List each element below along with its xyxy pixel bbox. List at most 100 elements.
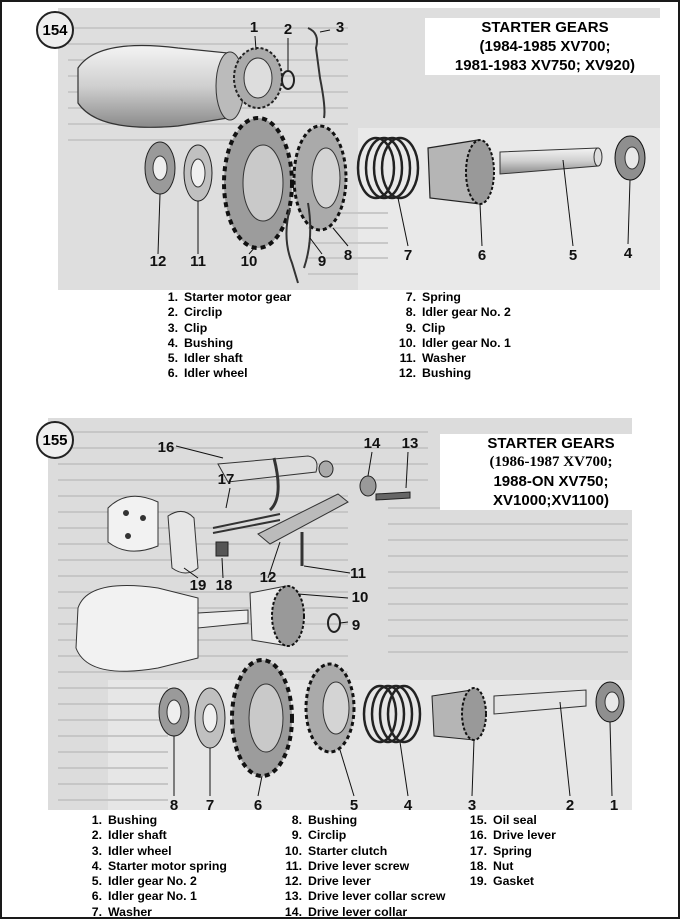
legend-item: 5.Idler shaft bbox=[156, 351, 291, 366]
drive-lever bbox=[217, 455, 318, 512]
legend-item-label: Idler gear No. 2 bbox=[108, 874, 197, 889]
nut bbox=[215, 541, 229, 557]
title-line: 1981-1983 XV750; XV920) bbox=[454, 57, 636, 74]
legend-item-label: Drive lever screw bbox=[308, 858, 410, 873]
gasket bbox=[167, 511, 199, 574]
callout-number: 5 bbox=[569, 247, 577, 264]
callout-number: 3 bbox=[336, 19, 344, 36]
legend-item-number: 4. bbox=[167, 335, 178, 350]
callout-number: 7 bbox=[404, 247, 412, 264]
legend-item-label: Idler gear No. 1 bbox=[108, 889, 197, 904]
legend-item-label: Starter motor spring bbox=[108, 858, 227, 873]
idler-wheel bbox=[427, 139, 495, 205]
legend-item-label: Gasket bbox=[493, 874, 535, 889]
legend-item: 1. Starter motor gear bbox=[156, 290, 292, 305]
legend-item-label: Idler wheel bbox=[184, 366, 248, 381]
starter-motor bbox=[75, 495, 249, 672]
legend-item: 2.Idler shaft bbox=[78, 828, 227, 843]
legend-item-number: 1. bbox=[167, 290, 178, 304]
callout-number: 1 bbox=[250, 19, 258, 36]
callout-number: 18 bbox=[216, 577, 233, 594]
legend-item-label: Clip bbox=[422, 320, 446, 335]
idler-gear-no-2 bbox=[292, 124, 348, 232]
callout-number: 10 bbox=[241, 253, 258, 270]
drive-lever-arm bbox=[257, 493, 349, 545]
legend-item-number: 11. bbox=[399, 351, 416, 366]
legend-item-number: 10. bbox=[398, 335, 416, 350]
legend-item-number: 2. bbox=[91, 828, 102, 843]
callout-number: 12 bbox=[150, 253, 167, 270]
spring bbox=[356, 136, 420, 200]
legend-item-number: 10. bbox=[284, 843, 302, 858]
title-line: (1984-1985 XV700; bbox=[479, 38, 611, 55]
idler-shaft bbox=[499, 147, 603, 175]
legend-item-number: 6. bbox=[167, 366, 178, 381]
legend-item-label: Idler shaft bbox=[184, 351, 243, 366]
legend-item-label: Starter clutch bbox=[308, 843, 388, 858]
legend-item-label: Circlip bbox=[308, 828, 347, 843]
legend-item: 1. Bushing bbox=[78, 813, 227, 828]
legend-item-number: 12. bbox=[398, 366, 416, 381]
legend-item: 12.Drive lever bbox=[279, 874, 445, 889]
callout-number: 5 bbox=[350, 797, 358, 810]
legend-item: 4. Bushing bbox=[156, 336, 291, 351]
idler-gear-no-2 bbox=[304, 662, 356, 754]
legend-item: 14.Drive lever collar bbox=[279, 905, 445, 920]
callout-number: 9 bbox=[318, 253, 326, 270]
legend-item: 16.Drive lever bbox=[461, 828, 556, 843]
oil-seal bbox=[318, 460, 334, 478]
legend-item-label: Spring bbox=[422, 290, 461, 304]
legend-item-label: Drive lever bbox=[493, 828, 556, 843]
leader-lines bbox=[173, 445, 613, 797]
legend-item-label: Idler wheel bbox=[108, 843, 172, 858]
leader-lines bbox=[157, 29, 631, 255]
legend-item-number: 2. bbox=[167, 305, 178, 320]
legend-item-number: 3. bbox=[91, 843, 102, 858]
legend-item-number: 11. bbox=[285, 858, 302, 873]
legend-item-label: Bushing bbox=[108, 813, 158, 827]
legend-item-number: 17. bbox=[469, 843, 487, 858]
callout-number: 14 bbox=[364, 435, 381, 452]
figure-155-title: STARTER GEARS (1986-1987 XV700; 1988-ON … bbox=[440, 434, 662, 510]
callout-number: 2 bbox=[284, 21, 292, 38]
legend-item: 9.Circlip bbox=[279, 828, 445, 843]
callout-number: 7 bbox=[206, 797, 214, 810]
legend-item: 3.Clip bbox=[156, 321, 291, 336]
starter-clutch bbox=[249, 585, 305, 647]
callout-number: 16 bbox=[158, 439, 175, 456]
legend-item: 11.Washer bbox=[390, 351, 511, 366]
legend-item-label: Idler gear No. 2 bbox=[422, 305, 511, 320]
legend-item: 11. Drive lever screw bbox=[279, 859, 445, 874]
legend-item: 5.Idler gear No. 2 bbox=[78, 874, 227, 889]
legend-item-label: Drive lever bbox=[308, 874, 371, 889]
legend-item: 4.Starter motor spring bbox=[78, 859, 227, 874]
callout-number: 3 bbox=[468, 797, 476, 810]
legend-item: 19.Gasket bbox=[461, 874, 556, 889]
callout-number: 11 bbox=[190, 253, 206, 270]
legend-item-label: Clip bbox=[184, 320, 208, 335]
legend-item: 9.Clip bbox=[390, 321, 511, 336]
drive-lever-collar bbox=[359, 475, 377, 497]
legend-item: 10. Starter clutch bbox=[279, 844, 445, 859]
clip-lower bbox=[285, 202, 312, 284]
title-line: XV1000;XV1100) bbox=[493, 492, 609, 509]
legend-item: 6. Idler wheel bbox=[156, 366, 291, 381]
title-line: (1986-1987 XV700; bbox=[489, 454, 613, 470]
legend-item-label: Starter motor gear bbox=[184, 290, 292, 304]
legend-item: 10.Idler gear No. 1 bbox=[390, 336, 511, 351]
callout-number: 12 bbox=[260, 569, 277, 586]
legend-item: 15.Oil seal bbox=[461, 813, 556, 828]
idler-shaft bbox=[493, 689, 587, 715]
legend-item-number: 7. bbox=[91, 904, 102, 919]
legend-item-label: Drive lever collar bbox=[308, 904, 408, 919]
legend-item-label: Bushing bbox=[184, 335, 234, 350]
legend-item-label: Bushing bbox=[308, 813, 358, 827]
legend-item-number: 1. bbox=[91, 813, 102, 827]
